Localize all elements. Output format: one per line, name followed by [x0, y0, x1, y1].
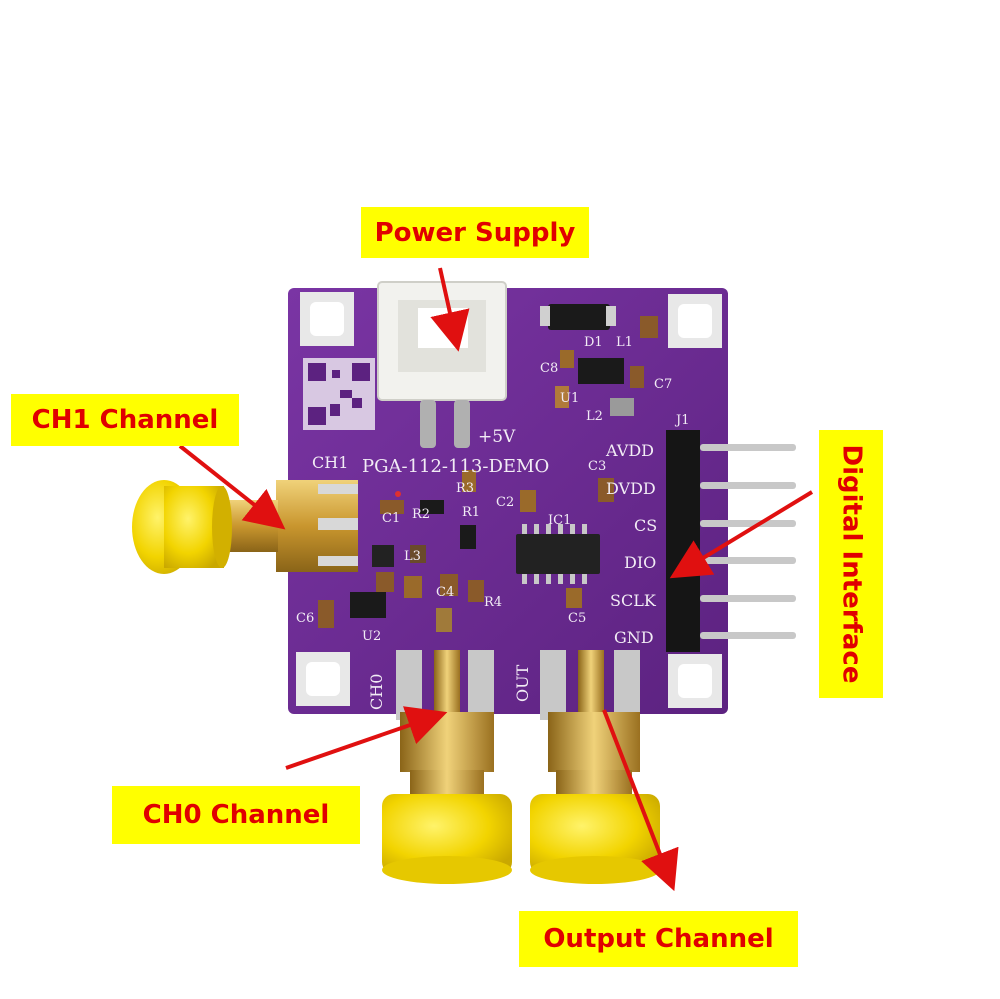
power-supply-callout-text: Power Supply: [374, 217, 576, 248]
qr-code: [303, 358, 375, 430]
out-label: OUT: [513, 664, 532, 702]
ch1-label: CH1: [312, 453, 348, 472]
designator-r3: R3: [456, 481, 474, 496]
designator-u2: U2: [362, 629, 381, 644]
pin-label-sclk: SCLK: [610, 591, 657, 610]
power-label: +5V: [478, 427, 516, 447]
ic1-chip: [516, 524, 600, 584]
designator-l1: L1: [616, 335, 633, 350]
ch0-sma-connector: [382, 650, 512, 884]
output-channel-callout-text: Output Channel: [543, 924, 774, 954]
ch0-label: CH0: [367, 674, 386, 710]
designator-c8: C8: [540, 361, 558, 376]
ch1-channel-callout: CH1 Channel: [11, 394, 239, 446]
arrow-ch1: [178, 444, 286, 530]
output-sma-connector: [530, 650, 660, 884]
pin-label-dio: DIO: [624, 553, 656, 572]
annotation-arrows: [178, 267, 814, 892]
designator-c3: C3: [588, 459, 606, 474]
pin-label-avdd: AVDD: [605, 441, 654, 460]
board-title: PGA-112-113-DEMO: [362, 456, 549, 477]
designator-l3: L3: [404, 549, 421, 564]
designator-l2: L2: [586, 409, 603, 424]
designator-ic1: IC1: [548, 513, 571, 528]
smd-components: [318, 304, 658, 632]
pin-label-dvdd: DVDD: [606, 479, 656, 498]
designator-c1: C1: [382, 511, 400, 526]
ch1-sma-connector: [132, 480, 358, 574]
designator-c2: C2: [496, 495, 514, 510]
mounting-holes: [296, 292, 722, 708]
pin-label-gnd: GND: [614, 628, 654, 647]
designator-d1: D1: [584, 335, 603, 350]
designator-r1: R1: [462, 505, 480, 520]
designator-c4: C4: [436, 585, 454, 600]
ch0-channel-callout-text: CH0 Channel: [142, 800, 330, 830]
designator-c6: C6: [296, 611, 314, 626]
silkscreen: PGA-112-113-DEMO +5V CH1 CH0 OUT AVDD DV…: [296, 335, 689, 710]
designator-c7: C7: [654, 377, 672, 392]
designator-r2: R2: [412, 507, 430, 522]
designator-c5: C5: [568, 611, 586, 626]
designator-j1: J1: [674, 413, 689, 428]
arrow-digital: [669, 490, 814, 579]
designator-r4: R4: [484, 595, 502, 610]
ch1-channel-callout-text: CH1 Channel: [31, 405, 219, 435]
power-supply-callout: Power Supply: [361, 207, 589, 258]
designator-u1: U1: [560, 391, 579, 406]
digital-interface-callout-text: Digital Interface: [836, 444, 866, 684]
output-channel-callout: Output Channel: [519, 911, 798, 967]
digital-interface-callout: Digital Interface: [819, 430, 883, 698]
pin-label-cs: CS: [634, 516, 657, 535]
ch0-channel-callout: CH0 Channel: [112, 786, 360, 844]
arrow-power: [430, 267, 470, 352]
arrow-output: [602, 709, 679, 892]
arrow-ch0: [285, 706, 448, 770]
